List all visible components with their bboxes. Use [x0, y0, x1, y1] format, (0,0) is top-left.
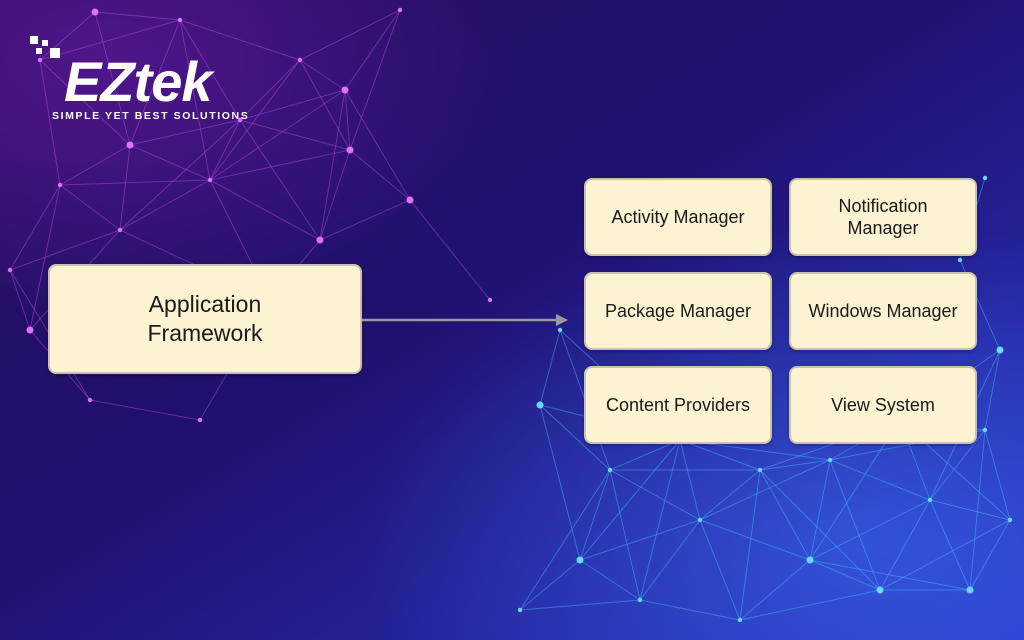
application-framework-label: Application Framework — [147, 291, 263, 346]
application-framework-box: Application Framework — [48, 264, 362, 374]
component-label: Activity Manager — [611, 206, 745, 227]
component-box-view-system: View System — [789, 366, 977, 444]
logo-pixel-icon — [30, 36, 60, 58]
logo-wordmark: EZtek — [64, 50, 212, 113]
component-label: Package Manager — [604, 300, 752, 321]
component-box-notification-manager: Notification Manager — [789, 178, 977, 256]
component-label: Notification Manager — [838, 195, 928, 239]
component-label: Content Providers — [605, 394, 751, 415]
logo-tagline: SIMPLE YET BEST SOLUTIONS — [52, 110, 250, 122]
component-box-content-providers: Content Providers — [584, 366, 772, 444]
component-label: View System — [831, 394, 935, 415]
connector-arrow — [362, 314, 568, 326]
component-label: Windows Manager — [808, 300, 958, 321]
component-box-package-manager: Package Manager — [584, 272, 772, 350]
component-box-windows-manager: Windows Manager — [789, 272, 977, 350]
component-box-activity-manager: Activity Manager — [584, 178, 772, 256]
eztek-logo: EZtek SIMPLE YET BEST SOLUTIONS — [28, 28, 308, 128]
